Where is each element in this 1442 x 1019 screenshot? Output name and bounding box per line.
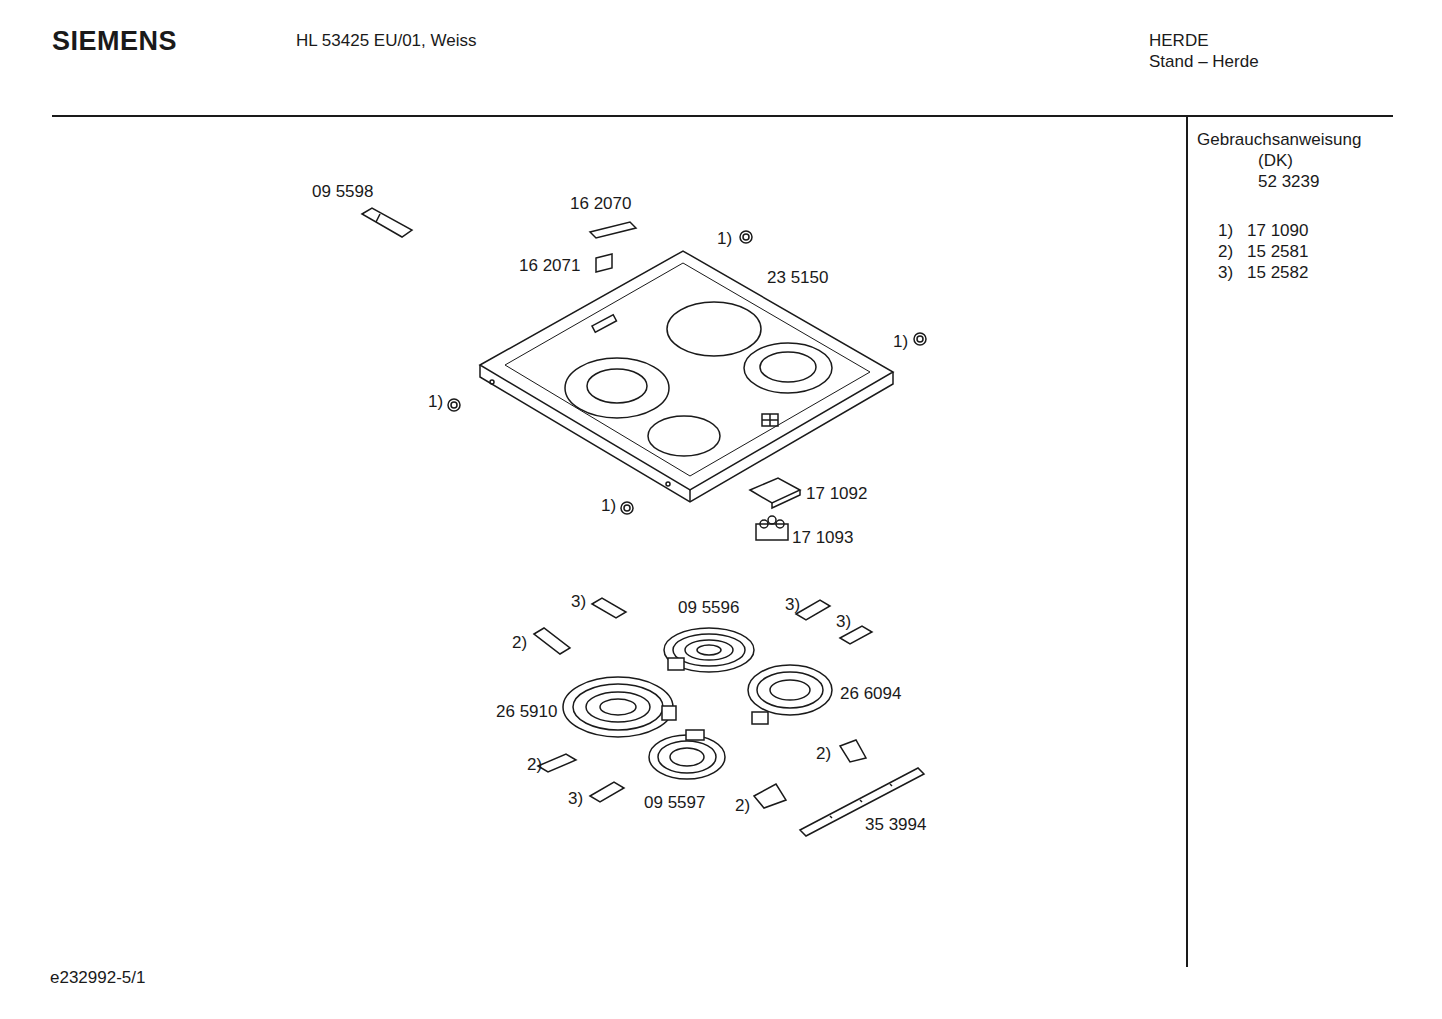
part-number: 26 5910 (496, 702, 557, 722)
footnote-mark: 1) (428, 392, 443, 412)
footnote-mark: 2) (816, 744, 831, 764)
part-number: 15 2581 (1247, 242, 1308, 262)
footnote-mark: 3) (785, 595, 800, 615)
part-number: 16 2070 (570, 194, 631, 214)
footnote-mark: 2) (1218, 242, 1233, 262)
part-number: 23 5150 (767, 268, 828, 288)
subcategory: Stand – Herde (1149, 52, 1259, 72)
footnote-mark: 3) (836, 612, 851, 632)
part-number: 17 1093 (792, 528, 853, 548)
footnote-mark: 3) (571, 592, 586, 612)
part-number: 17 1092 (806, 484, 867, 504)
footnote-mark: 2) (512, 633, 527, 653)
part-number: 09 5597 (644, 793, 705, 813)
footnote-mark: 3) (568, 789, 583, 809)
part-number: 52 3239 (1258, 172, 1319, 192)
brand-logo: SIEMENS (52, 26, 177, 56)
part-number: 15 2582 (1247, 263, 1308, 283)
footnote-mark: 2) (527, 755, 542, 775)
footnote-mark: 1) (717, 229, 732, 249)
part-number: 35 3994 (865, 815, 926, 835)
part-number: 09 5598 (312, 182, 373, 202)
category: HERDE (1149, 31, 1209, 51)
part-number: 16 2071 (519, 256, 580, 276)
part-number: 26 6094 (840, 684, 901, 704)
part-number: 17 1090 (1247, 221, 1308, 241)
footnote-mark: 2) (735, 796, 750, 816)
note-text: (DK) (1258, 151, 1293, 171)
part-number: 09 5596 (678, 598, 739, 618)
drawing-id: e232992-5/1 (50, 968, 145, 988)
footnote-mark: 1) (893, 332, 908, 352)
footnote-mark: 1) (1218, 221, 1233, 241)
footnote-mark: 1) (601, 496, 616, 516)
note-heading: Gebrauchsanweisung (1197, 130, 1361, 150)
footnote-mark: 3) (1218, 263, 1233, 283)
model-name: HL 53425 EU/01, Weiss (296, 31, 476, 51)
